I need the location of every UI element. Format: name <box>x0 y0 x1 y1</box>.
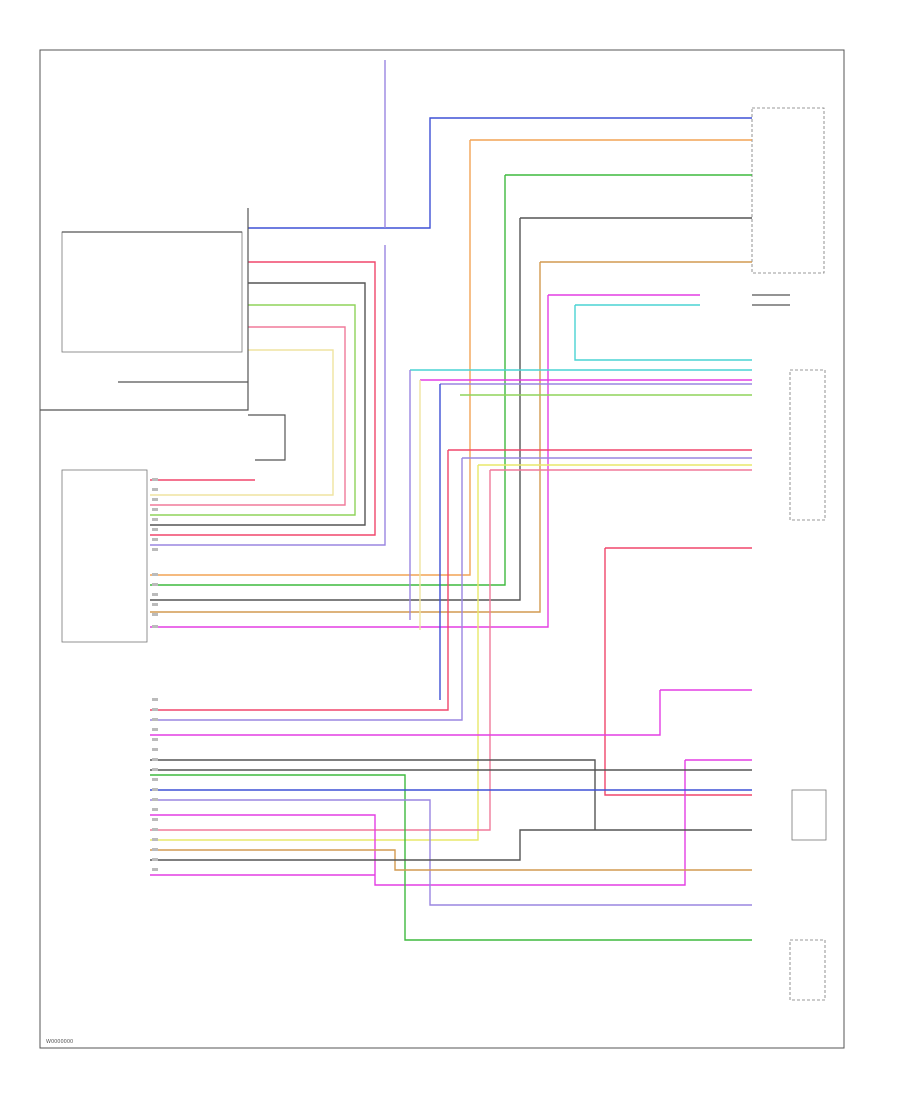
pin-mark-3 <box>152 508 158 511</box>
wire-pink-14 <box>150 326 346 506</box>
wire-yellow-33 <box>150 465 479 841</box>
wire-orange-2 <box>150 140 471 576</box>
pin-mark-12 <box>152 613 158 616</box>
seat-motor-box <box>791 789 827 841</box>
pin-mark-19 <box>152 748 158 751</box>
memory-seat-switch-box <box>61 231 243 353</box>
pin-mark-14 <box>152 698 158 701</box>
pin-mark-8 <box>152 573 158 576</box>
wire-violet-10 <box>150 245 386 546</box>
pin-mark-10 <box>152 593 158 596</box>
wire-red-29 <box>150 450 449 711</box>
driver-door-module-box <box>61 469 148 643</box>
wire-gray-12 <box>150 282 366 526</box>
pin-mark-27 <box>152 828 158 831</box>
pin-mark-2 <box>152 498 158 501</box>
pin-mark-5 <box>152 528 158 531</box>
wire-green-44 <box>150 774 752 941</box>
illegible-label-marks <box>152 478 158 871</box>
pin-mark-7 <box>152 548 158 551</box>
wire-gray-48 <box>150 829 752 861</box>
driver-door-power-seat-switch-box <box>751 107 825 274</box>
wire-gray-6 <box>150 218 521 601</box>
pin-mark-9 <box>152 583 158 586</box>
wire-tan-8 <box>150 262 541 613</box>
figure-id: W0000000 <box>46 1039 73 1045</box>
wire-magenta-41 <box>150 760 686 886</box>
pin-mark-26 <box>152 818 158 821</box>
pin-mark-30 <box>152 858 158 861</box>
pin-mark-18 <box>152 738 158 741</box>
diagram-frame <box>39 49 845 1049</box>
wire-lightgreen-13 <box>150 304 356 516</box>
pin-mark-24 <box>152 798 158 801</box>
wire-gray-42 <box>150 759 596 830</box>
wire-red-37 <box>604 548 752 796</box>
pin-mark-11 <box>152 603 158 606</box>
pin-mark-15 <box>152 708 158 711</box>
pin-mark-13 <box>152 625 158 628</box>
ground-line-2 <box>248 414 286 461</box>
pin-mark-23 <box>152 788 158 791</box>
driver-outside-mirror-box <box>789 369 826 521</box>
pin-mark-20 <box>152 758 158 761</box>
pin-mark-0 <box>152 478 158 481</box>
pin-mark-25 <box>152 808 158 811</box>
passenger-outside-mirror-box <box>789 939 826 1001</box>
ground-line-0 <box>40 208 249 411</box>
wire-cyan-20 <box>574 305 752 361</box>
pin-mark-4 <box>152 518 158 521</box>
wire-pink-35 <box>150 470 491 831</box>
wire-magenta-39 <box>150 690 661 736</box>
wire-red-11 <box>150 261 376 536</box>
pin-mark-31 <box>152 868 158 871</box>
wire-violet-31 <box>150 458 463 721</box>
pin-mark-6 <box>152 538 158 541</box>
wire-lightyellow-15 <box>150 349 334 496</box>
pin-mark-29 <box>152 848 158 851</box>
wire-group <box>40 60 790 941</box>
pin-mark-16 <box>152 718 158 721</box>
pin-mark-21 <box>152 768 158 771</box>
pin-mark-1 <box>152 488 158 491</box>
pin-mark-17 <box>152 728 158 731</box>
wire-magenta-18 <box>150 295 549 628</box>
wire-blue-0 <box>248 117 752 229</box>
wire-green-4 <box>150 175 506 586</box>
pin-mark-28 <box>152 838 158 841</box>
wire-violet-46 <box>150 799 752 906</box>
pin-mark-22 <box>152 778 158 781</box>
